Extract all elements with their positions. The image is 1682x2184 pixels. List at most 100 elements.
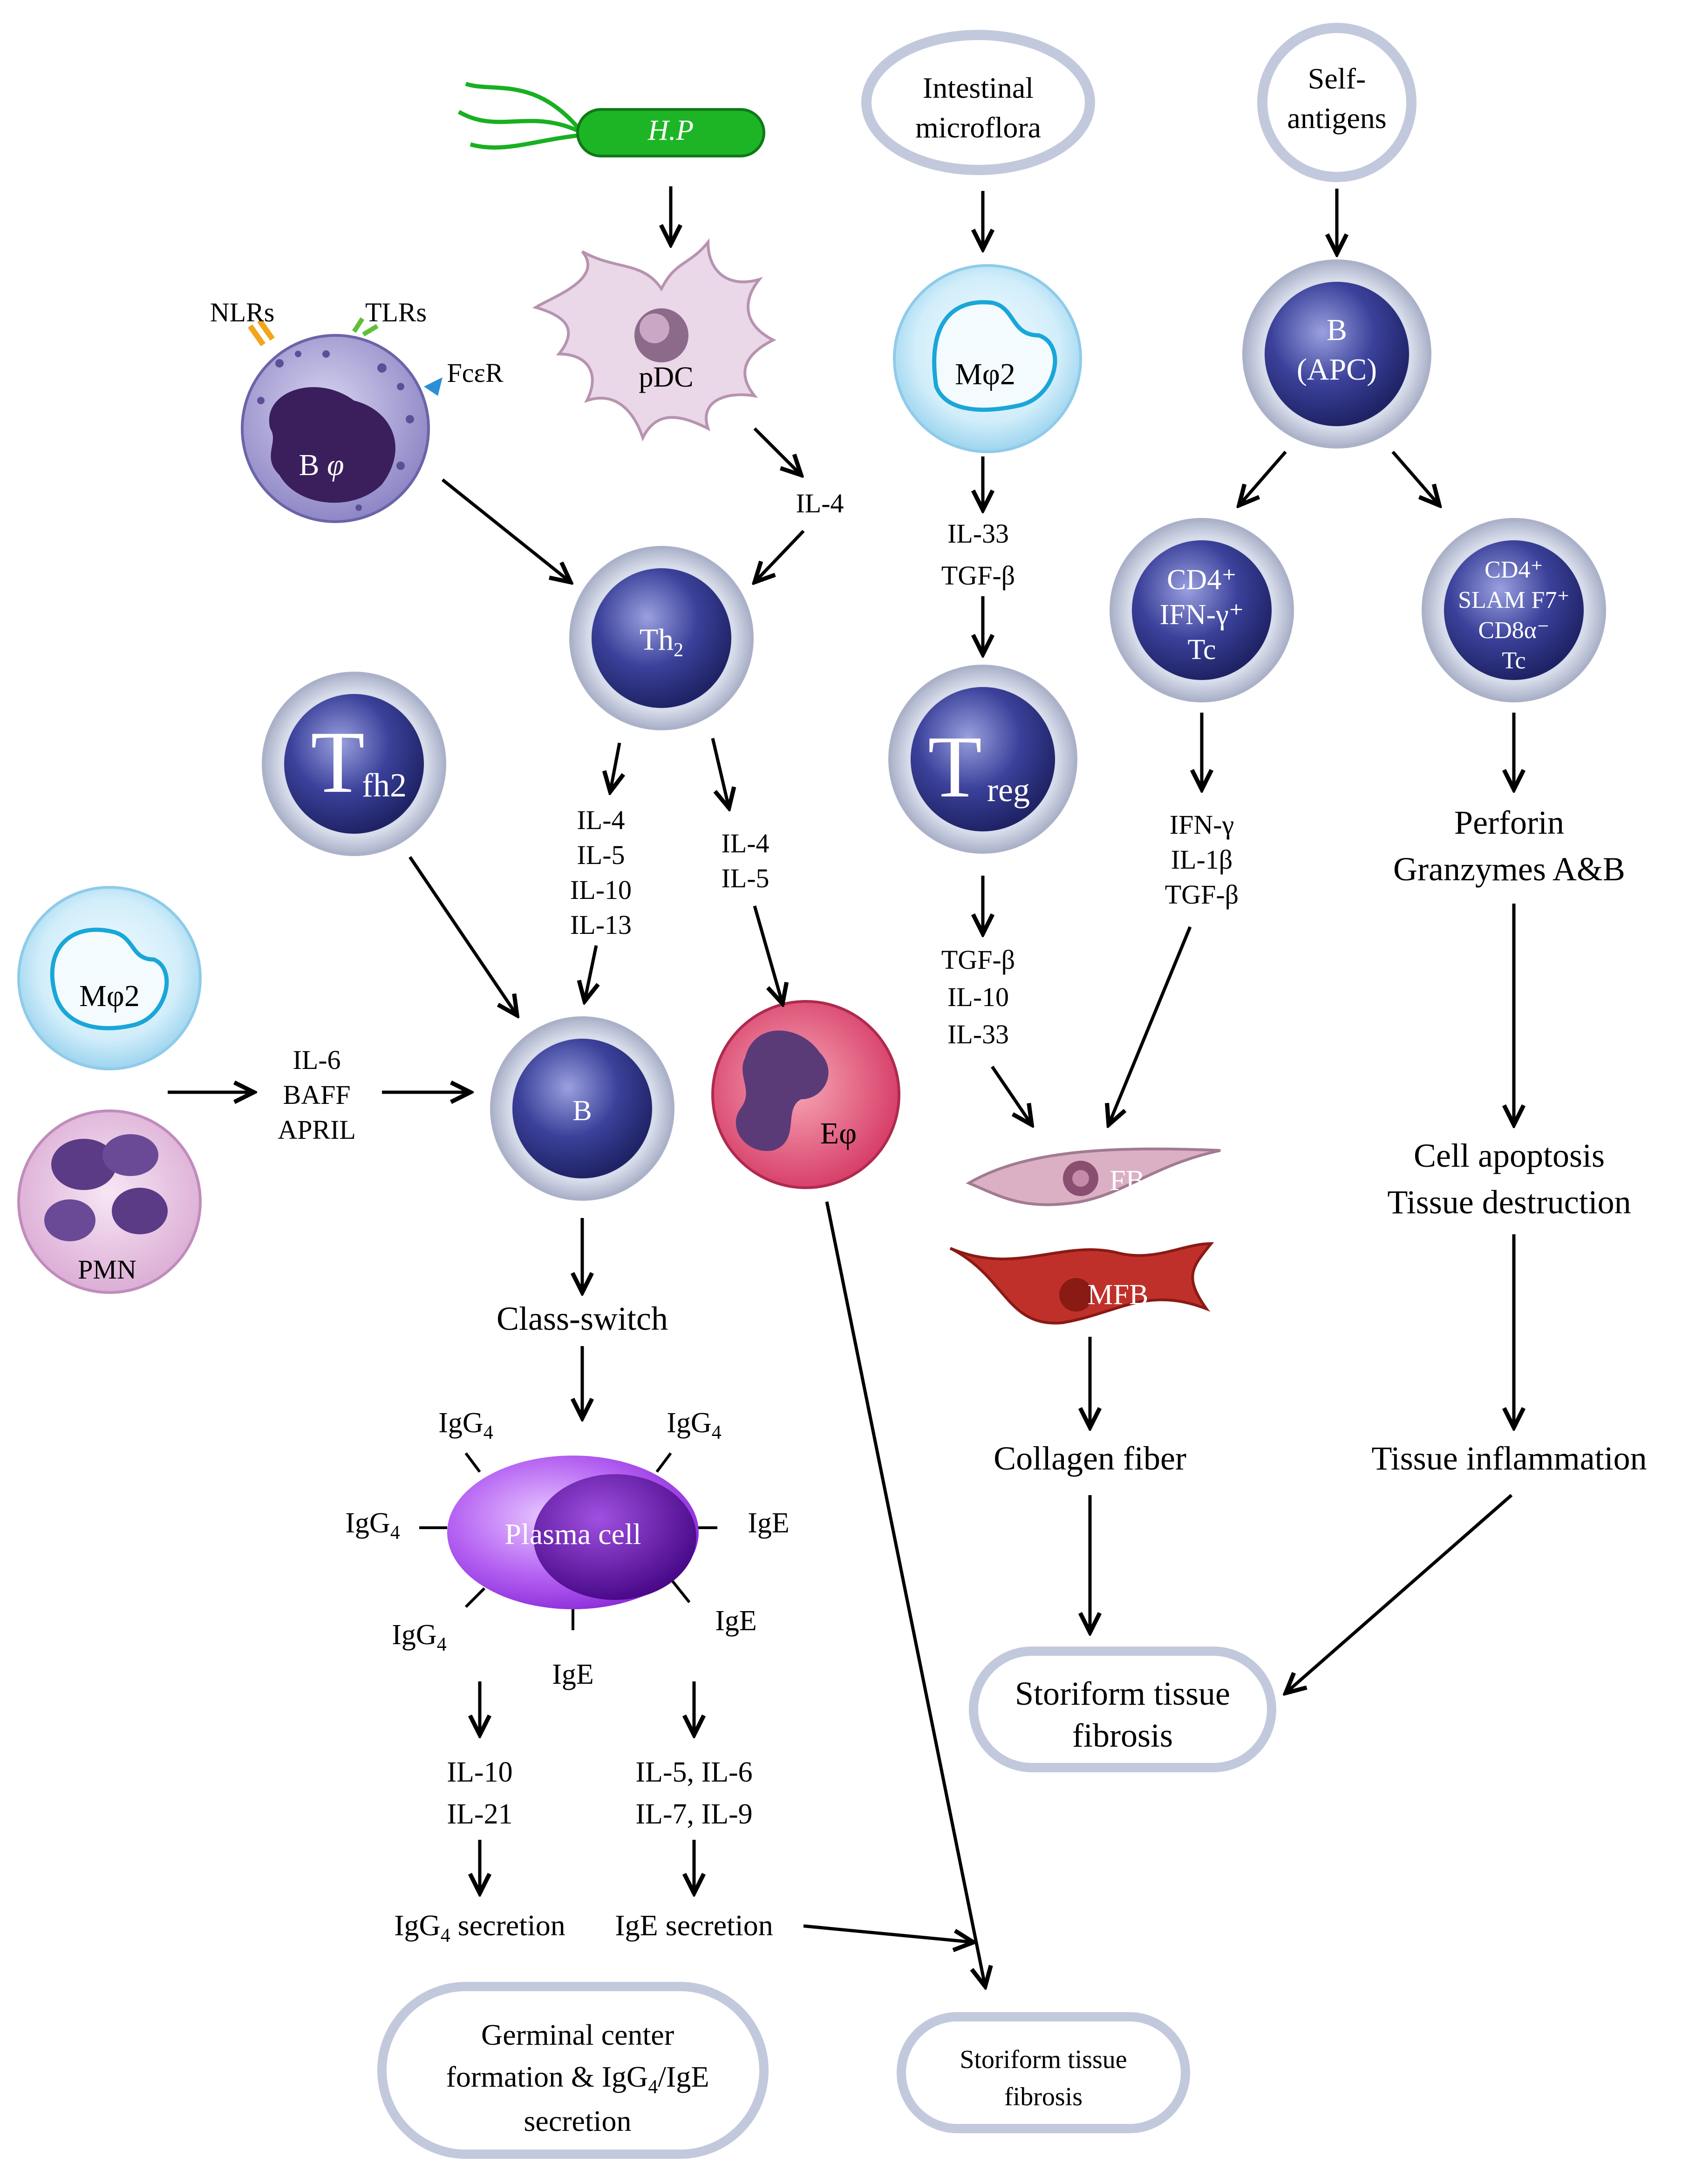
- cytokine-label: IL-5: [577, 840, 625, 870]
- storiform-right-line-1: Storiform tissue: [1015, 1675, 1230, 1712]
- apoptosis-line-1: Cell apoptosis: [1414, 1137, 1605, 1174]
- cytokine-label: TGF-β: [941, 945, 1015, 975]
- myofibroblast: MFB: [949, 1242, 1214, 1325]
- cytokine-label: IL-21: [447, 1798, 512, 1830]
- tfh2-sub: fh2: [362, 767, 407, 804]
- igg4-left: IgG4: [345, 1507, 400, 1544]
- fibroblast: FB: [966, 1147, 1221, 1206]
- cytokine-label: IL-6: [293, 1045, 340, 1075]
- storiform-bottom-line-1: Storiform tissue: [960, 2045, 1127, 2074]
- th2-label: Th: [640, 623, 674, 657]
- igg4-sub: 4: [437, 1634, 447, 1655]
- cd4-slam-line-1: CD4⁺: [1485, 557, 1543, 583]
- storiform-bottom-oval: Storiform tissue fibrosis: [897, 2012, 1190, 2133]
- cytokine-label: IL-4: [577, 805, 625, 835]
- arrow: [825, 1201, 985, 1987]
- arrow: [1391, 450, 1439, 505]
- arrow: [991, 1066, 1032, 1125]
- cytokine-label: IL-10: [447, 1756, 512, 1788]
- igg4-bottom-left: IgG4: [392, 1619, 446, 1655]
- storiform-right-oval: Storiform tissue fibrosis: [969, 1647, 1276, 1772]
- igg4-text: IgG: [394, 1909, 441, 1942]
- pmn-label: PMN: [78, 1254, 136, 1285]
- cd4-slam-line-2: SLAM F7⁺: [1458, 587, 1570, 613]
- b-apc-line-2: (APC): [1297, 353, 1377, 387]
- inflammation-label: Tissue inflammation: [1371, 1440, 1647, 1477]
- cytokine-label: IL-13: [570, 910, 632, 940]
- igg4-top-left: IgG4: [438, 1407, 493, 1443]
- pdc-label: pDC: [639, 361, 693, 393]
- cd4-slam-line-3: CD8α⁻: [1478, 617, 1550, 644]
- ige-right: IgE: [748, 1507, 790, 1539]
- plasma-label: Plasma cell: [504, 1517, 641, 1551]
- germinal-line-2: formation & IgG4/IgE: [446, 2060, 709, 2098]
- th2-sub: 2: [674, 640, 683, 661]
- il6-baff-april: IL-6 BAFF APRIL: [278, 1045, 356, 1145]
- tfh2-label: T: [311, 714, 365, 811]
- storiform-right-line-2: fibrosis: [1072, 1717, 1173, 1754]
- perforin-line-1: Perforin: [1454, 804, 1564, 841]
- self-antigens-line-1: Self-: [1308, 62, 1366, 95]
- apoptosis-line-2: Tissue destruction: [1387, 1184, 1631, 1221]
- fb-label: FB: [1110, 1165, 1145, 1197]
- cytokine-label: IL-10: [570, 875, 632, 905]
- cytokine-label: IL-10: [947, 982, 1009, 1012]
- igg4-sub: 4: [483, 1422, 493, 1443]
- secretion-text: secretion: [458, 1909, 565, 1942]
- basophil-cell: B φ: [241, 317, 443, 523]
- left-output: IL-10 IL-21: [447, 1756, 512, 1830]
- microflora-oval: Intestinal microflora: [861, 30, 1095, 175]
- arrow: [1109, 926, 1192, 1125]
- pmn-cell: PMN: [17, 1109, 202, 1294]
- treg-sub: reg: [987, 771, 1030, 809]
- cd4-slam-tc-cell: CD4⁺ SLAM F7⁺ CD8α⁻ Tc: [1422, 518, 1606, 702]
- igg4-text: IgG: [345, 1507, 390, 1539]
- class-switch-label: Class-switch: [497, 1300, 668, 1337]
- treg-cell: T reg: [888, 665, 1077, 854]
- germinal-text: formation & IgG: [446, 2060, 648, 2093]
- cytokine-label: IL-5, IL-6: [635, 1756, 752, 1788]
- b-apc-line-1: B: [1327, 313, 1347, 347]
- cd4-ifn-line-1: CD4⁺: [1167, 564, 1237, 596]
- self-antigens-circle: Self- antigens: [1257, 23, 1416, 182]
- arrow: [1239, 450, 1287, 505]
- arrow: [711, 738, 729, 808]
- th2-output-1: IL-4 IL-5 IL-10 IL-13: [570, 805, 632, 940]
- macrophage-mid: Mφ2: [893, 264, 1082, 453]
- cytokine-label: TGF-β: [1165, 879, 1239, 910]
- cd4-ifn-line-3: Tc: [1187, 634, 1216, 666]
- cytokine-label: IL-33: [947, 518, 1009, 549]
- treg-label: T: [928, 718, 982, 816]
- cytokine-label: APRIL: [278, 1115, 356, 1145]
- igg4-sub: 4: [712, 1422, 722, 1443]
- arrow: [753, 427, 801, 475]
- b-cell-label: B: [572, 1095, 592, 1127]
- cytokine-label: IL-5: [721, 863, 769, 893]
- ige-bottom-right: IgE: [715, 1605, 757, 1637]
- arrow: [803, 1924, 974, 1942]
- th2-output-2: IL-4 IL-5: [721, 828, 769, 893]
- microflora-line-2: microflora: [915, 111, 1041, 144]
- cd4-slam-line-4: Tc: [1502, 647, 1525, 674]
- cytokine-label: BAFF: [283, 1080, 350, 1110]
- mphi-output: IL-33 TGF-β: [941, 518, 1015, 591]
- th2-cell: Th2: [569, 546, 754, 730]
- arrow: [610, 742, 620, 792]
- b-cell: B: [490, 1016, 674, 1201]
- arrow: [585, 945, 596, 1001]
- pdc-cell: pDC: [532, 238, 776, 442]
- treg-output: TGF-β IL-10 IL-33: [941, 945, 1015, 1049]
- plasma-cell: Plasma cell: [419, 1452, 717, 1630]
- cytokine-label: IL-4: [721, 828, 769, 858]
- tfh2-cell: T fh2: [262, 672, 446, 856]
- arrow: [409, 856, 517, 1015]
- cytokine-label: TGF-β: [941, 560, 1015, 591]
- igg4-text: IgG: [438, 1407, 483, 1439]
- basophil-label: B: [299, 448, 319, 482]
- eosinophil-cell: Eφ: [711, 1000, 900, 1189]
- igg4-text: IgG: [667, 1407, 711, 1439]
- hp-label: H.P: [647, 115, 694, 146]
- svg-text:Th2: Th2: [640, 623, 683, 661]
- ige-secretion-label: IgE secretion: [615, 1909, 773, 1942]
